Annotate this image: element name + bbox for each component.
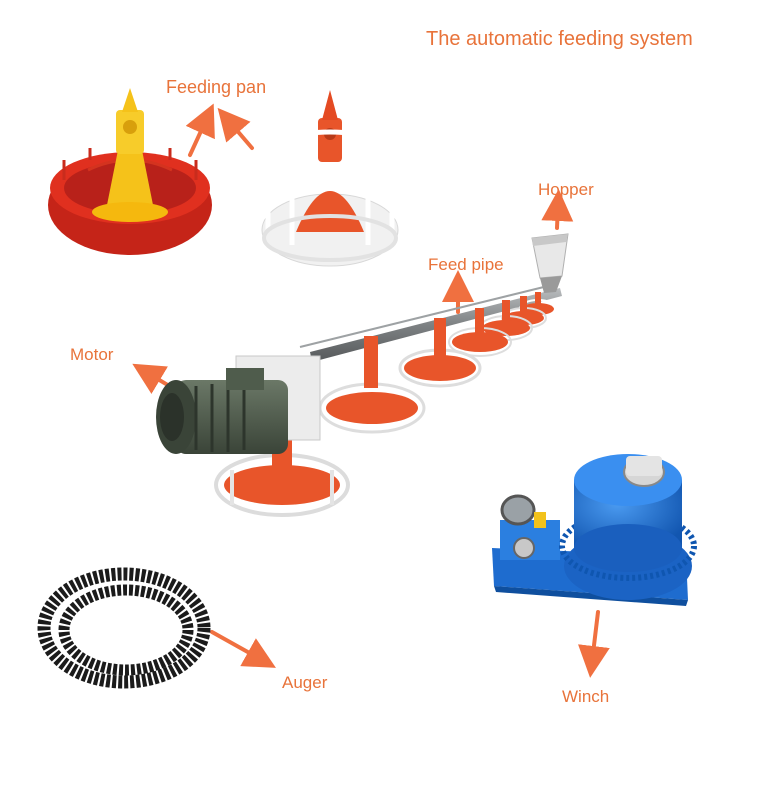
feed-line: [156, 233, 569, 517]
hopper: [531, 233, 569, 293]
label-winch: Winch: [562, 687, 610, 706]
arrow-winch: [578, 610, 610, 678]
diagram-title: The automatic feeding system: [426, 28, 693, 50]
label-auger: Auger: [282, 673, 328, 692]
winch: [492, 454, 697, 606]
arrow-feeding-pan-left: [185, 103, 215, 157]
auger: [37, 567, 211, 689]
label-motor: Motor: [70, 345, 114, 364]
arrow-feeding-pan-right: [217, 107, 254, 150]
label-feed-pipe: Feed pipe: [428, 255, 504, 274]
arrow-auger: [210, 630, 276, 668]
feeding-pan-red-yellow: [48, 88, 212, 255]
motor: [156, 355, 321, 454]
arrow-hopper: [541, 189, 574, 230]
label-feeding-pan: Feeding pan: [166, 77, 267, 97]
feeding-pan-orange-white: [261, 90, 399, 267]
